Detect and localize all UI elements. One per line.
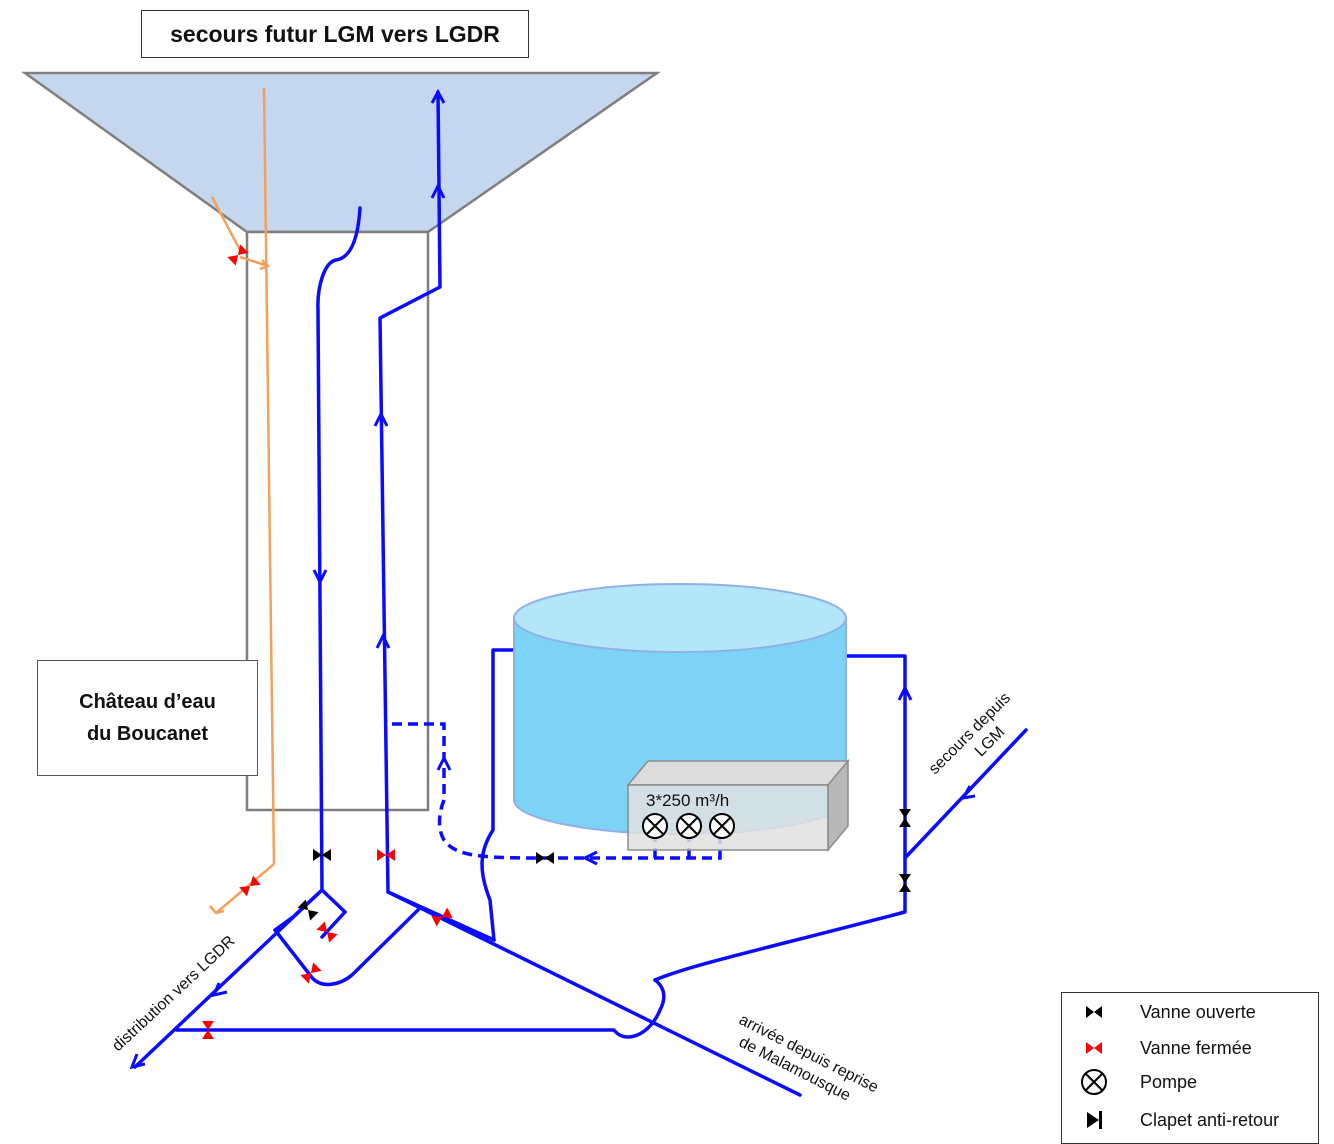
- secours-label: secours depuis LGM: [926, 690, 1014, 778]
- legend-row-vanne-fermee: Vanne fermée: [1062, 1035, 1318, 1065]
- vanne-fermee-icon: [300, 962, 322, 984]
- vanne-fermee-icon: [316, 921, 338, 943]
- arrivee-label: arrivée depuis reprise de Malamousque: [736, 1011, 881, 1104]
- clapet-icon: [1087, 1111, 1102, 1129]
- vanne-ouverte-icon: [899, 874, 911, 892]
- legend-row-clapet: Clapet anti-retour: [1062, 1107, 1318, 1137]
- pompe-icon: [642, 813, 668, 839]
- legend-label: Vanne ouverte: [1140, 1002, 1256, 1022]
- legend-row-vanne-ouverte: Vanne ouverte: [1062, 999, 1318, 1029]
- vanne-fermee-icon: [1086, 1042, 1102, 1054]
- legend-row-pompe: Pompe: [1062, 1069, 1318, 1099]
- tower-bowl: [21, 71, 661, 234]
- page-title: secours futur LGM vers LGDR: [170, 20, 500, 47]
- title-box: secours futur LGM vers LGDR: [141, 10, 529, 58]
- vanne-fermee-icon: [202, 1021, 214, 1039]
- legend-label: Pompe: [1140, 1072, 1198, 1092]
- pompe-icon: [676, 813, 702, 839]
- vanne-fermee-icon: [431, 907, 453, 927]
- vanne-ouverte-icon: [297, 899, 319, 921]
- legend-label: Vanne fermée: [1140, 1038, 1252, 1058]
- legend: Vanne ouverte Vanne fermée Pompe Clapet …: [1061, 992, 1319, 1144]
- vanne-ouverte-icon: [1086, 1006, 1102, 1018]
- chateau-line1: Château d’eau: [79, 691, 216, 713]
- chateau-line2: du Boucanet: [86, 723, 209, 745]
- pompe-icon: [709, 813, 735, 839]
- vanne-ouverte-icon: [899, 809, 911, 827]
- vanne-fermee-icon: [377, 849, 395, 861]
- vanne-ouverte-icon: [313, 849, 331, 861]
- legend-label: Clapet anti-retour: [1140, 1110, 1280, 1130]
- chateau-label-box: Château d’eau du Boucanet: [37, 660, 258, 776]
- vanne-ouverte-icon: [536, 852, 554, 864]
- vanne-fermee-icon: [239, 875, 261, 897]
- valves: [202, 244, 911, 1039]
- pump-capacity-label: 3*250 m³/h: [646, 791, 729, 810]
- pompe-icon: [1081, 1069, 1107, 1095]
- tower-shaft: [245, 230, 430, 812]
- vanne-fermee-icon: [227, 244, 249, 266]
- pumps: [642, 813, 735, 839]
